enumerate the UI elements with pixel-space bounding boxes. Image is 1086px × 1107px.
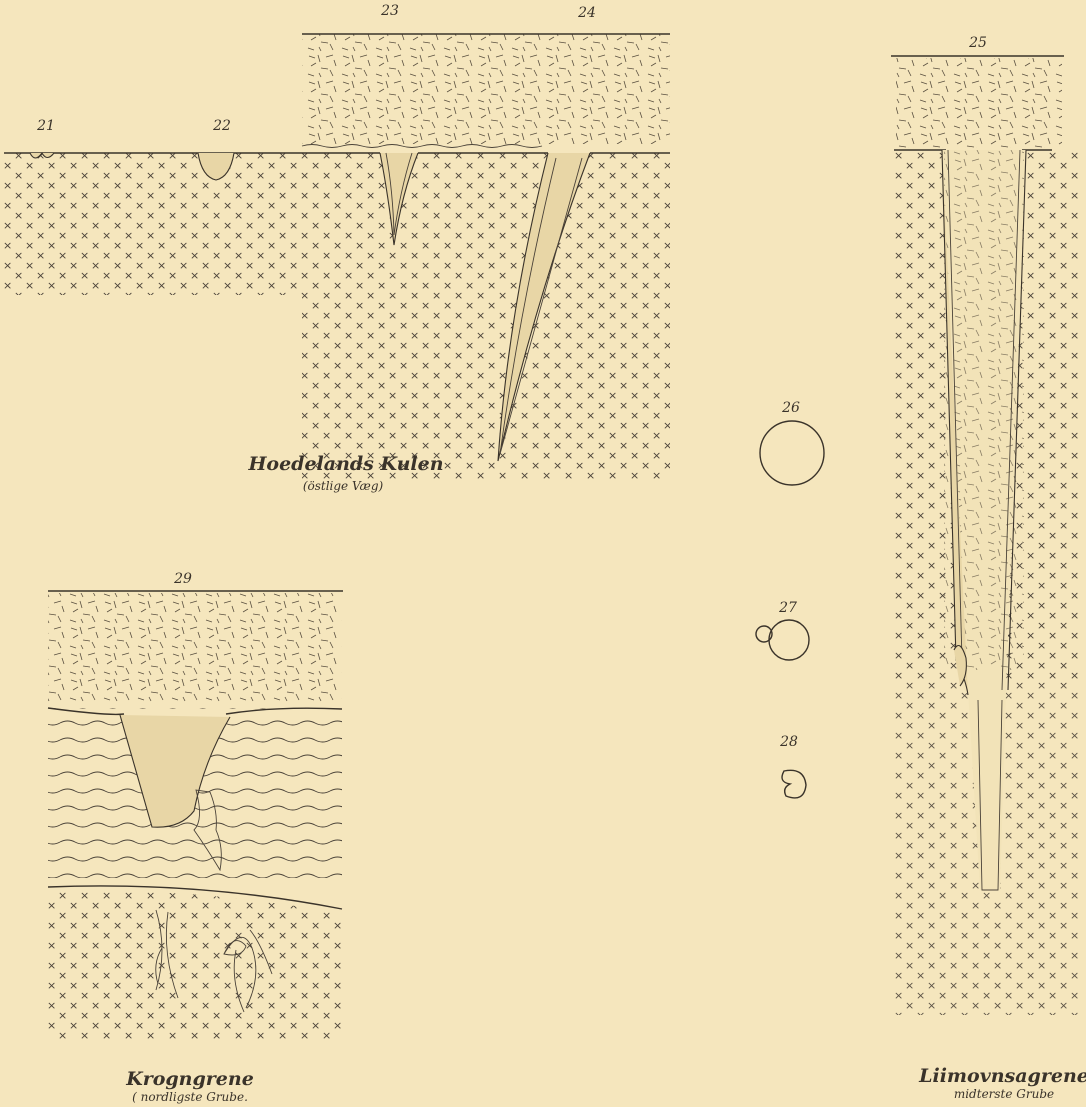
figure-number-29: 29: [173, 571, 192, 587]
figure-29-section: 29 Krogngrene ( nordligste Grube.: [48, 571, 343, 1104]
outline-28: [782, 770, 806, 798]
granite-fill-left: [4, 153, 302, 295]
figure-26-28-outlines: 26 27 28: [756, 400, 824, 798]
figure-number-22: 22: [212, 118, 231, 134]
caption-hoedelands-subtitle: (östlige Væg): [303, 479, 384, 493]
figure-number-26: 26: [781, 400, 800, 416]
granite-fill-right: [302, 153, 670, 479]
figure-number-21: 21: [36, 118, 55, 134]
figure-25-section: 25 Liimovnsagrene midterste Grube: [891, 35, 1086, 1101]
caption-krogngrene-title: Krogngrene: [125, 1068, 254, 1090]
caption-liimovnsagrene-title: Liimovnsagrene: [918, 1065, 1086, 1087]
figure-number-25: 25: [968, 35, 987, 51]
figure-number-28: 28: [779, 734, 798, 750]
cracked-layer-25: [896, 58, 1062, 148]
granite-fill-29: [48, 891, 342, 1042]
figure-number-27: 27: [778, 600, 797, 616]
figure-number-23: 23: [380, 3, 399, 19]
clay-band: [302, 145, 542, 148]
outline-27: [769, 620, 809, 660]
caption-krogngrene-subtitle: ( nordligste Grube.: [132, 1090, 248, 1104]
outline-26: [760, 421, 824, 485]
caption-hoedelands-title: Hoedelands Kulen: [247, 453, 443, 475]
figure-21-24-section: 21 22 23 24 Hoedelands Kulen (östlige Væ…: [4, 3, 670, 493]
caption-liimovnsagrene-subtitle: midterste Grube: [954, 1087, 1054, 1101]
cracked-layer-29: [48, 593, 342, 703]
cracked-layer: [302, 34, 670, 144]
figure-number-24: 24: [577, 5, 596, 21]
